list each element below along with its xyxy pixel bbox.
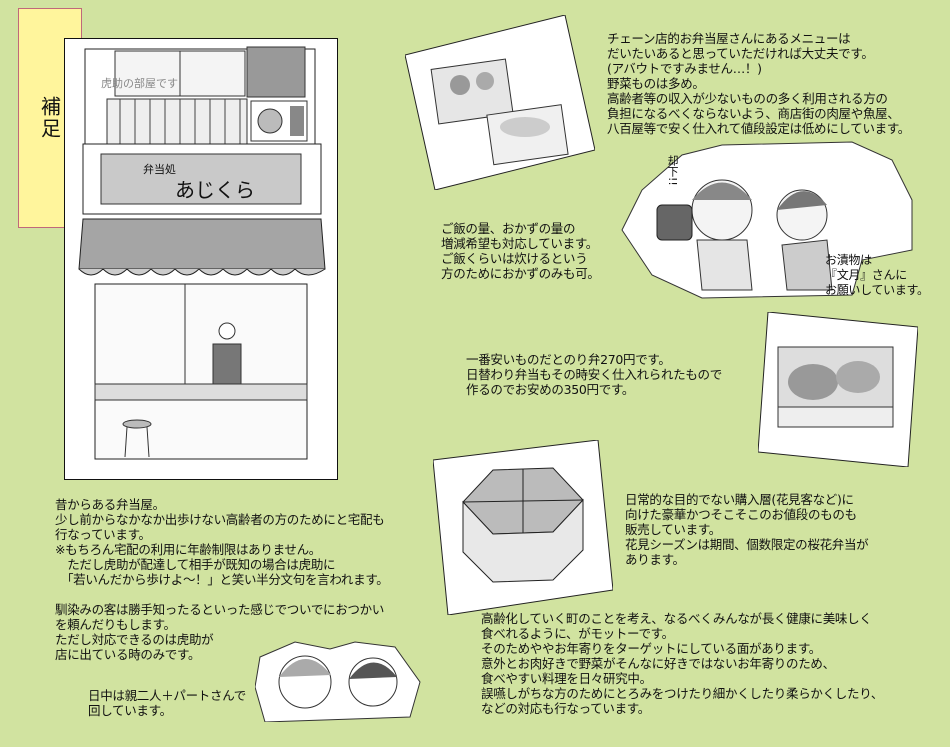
menu-note-line: チェーン店的お弁当屋さんにあるメニューは (607, 31, 851, 46)
shop-sign-name: あじくら (175, 178, 255, 202)
bento-drawing (758, 312, 918, 467)
rice-note-line: ご飯くらいは炊けるという (441, 251, 588, 266)
manga-illustration: 却下!! お漬物は 『文月』さんに お願いしています。 (612, 140, 932, 300)
history-note-line: ただし対応できるのは虎助が (55, 632, 214, 647)
history-note: 昔からある弁当屋。 少し前からなかなか出歩けない高齢者の方のためにと宅配も 行な… (55, 497, 389, 662)
history-note-line: ※もちろん宅配の利用に年齢制限はありません。 (55, 542, 321, 557)
parents-illustration (255, 637, 425, 722)
motto-note-line: 誤嚥しがちな方のためにとろみをつけたり細かくしたり柔らかくしたり、 (481, 686, 884, 701)
menu-note-line: 八百屋等で安く仕入れて値段設定は低めにしています。 (607, 121, 911, 136)
history-note-line: 少し前からなかなか出歩けない高齢者の方のためにと宅配も (55, 512, 385, 527)
rice-note-line: 方のためにおかずのみも可。 (441, 266, 600, 281)
history-note-line: 行なっています。 (55, 527, 151, 542)
caption-line: お漬物は (825, 253, 872, 267)
staff-note: 日中は親二人＋パートさんで 回しています。 (88, 688, 246, 718)
caption-line: お願いしています。 (825, 283, 929, 297)
faces-drawing (255, 641, 421, 722)
bento-illustration-1 (405, 15, 595, 190)
luxury-note-line: 販売しています。 (625, 522, 721, 537)
handwritten-exclamation: 却下!! (666, 155, 679, 186)
characters-drawing (621, 141, 913, 299)
history-note-line: を頼んだりもします。 (55, 617, 176, 632)
menu-note-line: (アバウトですみません…！) (607, 61, 762, 76)
shop-sign-title: 弁当処 (143, 163, 176, 176)
motto-note-line: 意外とお肉好きで野菜がそんなに好きではないお年寄りのため、 (481, 656, 835, 671)
manga-caption: お漬物は 『文月』さんに お願いしています。 (825, 253, 929, 298)
menu-note-line: だいたいあると思っていただければ大丈夫です。 (607, 46, 874, 61)
history-note-line: 馴染みの客は勝手知ったるといった感じでついでにおつかい (55, 602, 385, 617)
luxury-note-line: 花見シーズンは期間、個数限定の桜花弁当が (625, 537, 869, 552)
history-note-line: 店に出ている時のみです。 (55, 647, 201, 662)
bento-drawing (433, 440, 613, 615)
motto-note-line: 食べれるように、がモットーです。 (481, 626, 674, 641)
price-note: 一番安いものだとのり弁270円です。 日替わり弁当もその時安く仕入れられたもので… (466, 352, 722, 397)
menu-note-line: 野菜ものは多め。 (607, 76, 705, 91)
price-note-line: 作るのでお安めの350円です。 (466, 382, 635, 397)
bento-illustration-3 (433, 440, 613, 615)
caption-line: 『文月』さんに (825, 268, 907, 282)
motto-note-line: などの対応も行なっています。 (481, 701, 650, 716)
luxury-note-line: 向けた豪華かつそこそこのお値段のものも (625, 507, 857, 522)
history-note-line: 「若いんだから歩けよ～！」と笑い半分文句を言われます。 (55, 572, 389, 587)
menu-note-line: 負担になるべくならないよう、商店街の肉屋や魚屋、 (607, 106, 900, 121)
motto-note: 高齢化していく町のことを考え、なるべくみんなが長く健康に美味しく 食べれるように… (481, 611, 883, 716)
section-tag-label: 補足 (37, 96, 62, 140)
luxury-note: 日常的な目的でない購入層(花見客など)に 向けた豪華かつそこそこのお値段のものも… (625, 492, 869, 567)
motto-note-line: そのためややお年寄りをターゲットにしている面があります。 (481, 641, 821, 656)
luxury-note-line: 日常的な目的でない購入層(花見客など)に (625, 492, 854, 507)
bento-illustration-2 (758, 312, 918, 467)
history-note-line (55, 587, 388, 602)
price-note-line: 日替わり弁当もその時安く仕入れられたもので (466, 367, 722, 382)
motto-note-line: 高齢化していく町のことを考え、なるべくみんなが長く健康に美味しく (481, 611, 872, 626)
room-label: 虎助の部屋です (101, 77, 178, 90)
staff-note-line: 日中は親二人＋パートさんで (88, 688, 246, 703)
history-note-line: 昔からある弁当屋。 (55, 497, 165, 512)
shop-drawing (78, 46, 326, 460)
motto-note-line: 食べやすい料理を日々研究中。 (481, 671, 652, 686)
rice-note-line: ご飯の量、おかずの量の (441, 221, 576, 236)
luxury-note-line: あります。 (625, 552, 685, 567)
rice-note-line: 増減希望も対応しています。 (441, 236, 598, 251)
menu-note: チェーン店的お弁当屋さんにあるメニューは だいたいあると思っていただければ大丈夫… (607, 31, 910, 136)
menu-note-line: 高齢者等の収入が少ないものの多く利用される方の (607, 91, 888, 106)
price-note-line: 一番安いものだとのり弁270円です。 (466, 352, 671, 367)
rice-note: ご飯の量、おかずの量の 増減希望も対応しています。 ご飯くらいは炊けるという 方… (441, 221, 600, 281)
shop-illustration: 虎助の部屋です 弁当処 あじくら (64, 38, 338, 480)
bento-drawing (405, 15, 595, 190)
history-note-line: ただし虎助が配達して相手が既知の場合は虎助に (55, 557, 336, 572)
staff-note-line: 回しています。 (88, 703, 172, 718)
